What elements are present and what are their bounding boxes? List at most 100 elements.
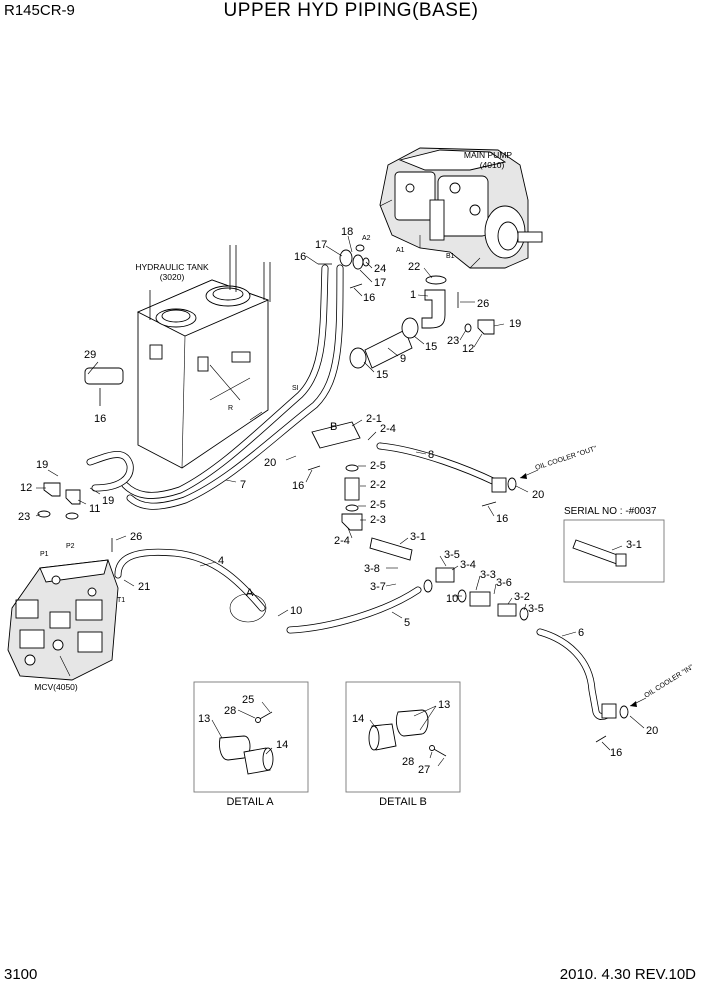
port-r: R [228, 405, 233, 412]
callout-15b: 15 [376, 369, 388, 381]
clamp-15b [349, 347, 367, 369]
detail-a-box [193, 681, 309, 793]
elbow-12 [43, 482, 61, 497]
callout-23b: 23 [18, 511, 30, 523]
oil-cooler-out-label: OIL COOLER "OUT" [534, 445, 598, 472]
callout-20c: 20 [646, 725, 658, 737]
bracket-29 [84, 367, 124, 385]
port-a1: A1 [396, 247, 405, 254]
callout-18: 18 [341, 226, 353, 238]
callout-3-6: 3-6 [496, 577, 512, 589]
mcv-label: MCV(4050) [34, 682, 78, 692]
detail-b-box [345, 681, 461, 793]
callout-7: 7 [240, 479, 246, 491]
serial-box [563, 519, 665, 583]
callout-3-1a: 3-1 [410, 531, 426, 543]
callout-19b: 19 [36, 459, 48, 471]
main-pump-code: (4010) [480, 160, 505, 170]
callout-2-4a: 2-4 [380, 423, 396, 435]
callout-3-2: 3-2 [514, 591, 530, 603]
callout-2-4b: 2-4 [334, 535, 350, 547]
callout-29: 29 [84, 349, 96, 361]
oil-cooler-in-label: OIL COOLER "IN" [643, 664, 695, 700]
pipe-3-1 [369, 537, 413, 561]
callout-4: 4 [218, 555, 224, 567]
detail-a-label: DETAIL A [226, 796, 274, 808]
callout-21: 21 [138, 581, 150, 593]
callout-20a: 20 [532, 489, 544, 501]
callout-3-1b: 3-1 [626, 539, 642, 551]
callout-3-5a: 3-5 [444, 549, 460, 561]
callout-10b: 10 [446, 593, 458, 605]
callout-19c: 19 [102, 495, 114, 507]
port-t1: T1 [117, 597, 125, 604]
callout-3-5b: 3-5 [528, 603, 544, 615]
detail-b-callout-14: 14 [352, 713, 364, 725]
adapter-3-3 [469, 591, 491, 607]
callout-2-2: 2-2 [370, 479, 386, 491]
detail-b-clamp-13 [395, 709, 429, 737]
pipe-3-1-variant [572, 539, 621, 565]
detail-a-callout-14: 14 [276, 739, 288, 751]
callout-3-7: 3-7 [370, 581, 386, 593]
callout-12a: 12 [462, 343, 474, 355]
callout-16a: 16 [294, 251, 306, 263]
main-pump-drawing [379, 147, 543, 269]
detail-b-label: DETAIL B [379, 796, 427, 808]
callout-3-3: 3-3 [480, 569, 496, 581]
callout-16c: 16 [94, 413, 106, 425]
elbow-2-3 [341, 513, 363, 531]
page-number: 3100 [4, 966, 38, 983]
detail-b-callout-13: 13 [438, 699, 450, 711]
hydraulic-tank-label: HYDRAULIC TANK [135, 262, 209, 272]
callout-16f: 16 [610, 747, 622, 759]
callout-11: 11 [89, 503, 100, 515]
detail-a-clamp-13 [219, 735, 251, 761]
callout-16b: 16 [363, 292, 375, 304]
hose-6 [536, 628, 614, 720]
mcv-drawing [7, 559, 119, 681]
callout-26b: 26 [130, 531, 142, 543]
detail-b-callout-27: 27 [418, 764, 430, 776]
oring-22 [425, 275, 447, 285]
flange-out [491, 477, 507, 493]
port-b1: B1 [446, 253, 455, 260]
hose-5 [286, 586, 422, 634]
callout-16e: 16 [292, 480, 304, 492]
port-p2: P2 [66, 543, 75, 550]
callout-3-4: 3-4 [460, 559, 476, 571]
callout-2-1: 2-1 [366, 413, 382, 425]
adapter-3-2 [497, 603, 517, 617]
callout-15a: 15 [425, 341, 437, 353]
clamp-15a [401, 317, 419, 339]
block-2-1 [311, 421, 361, 449]
detail-a-callout-28: 28 [224, 705, 236, 717]
callout-3-8: 3-8 [364, 563, 380, 575]
port-si: SI [292, 385, 299, 392]
callout-23a: 23 [447, 335, 459, 347]
page-title: UPPER HYD PIPING(BASE) [223, 0, 479, 21]
callout-6: 6 [578, 627, 584, 639]
flange-in [601, 703, 617, 719]
hydraulic-tank-code: (3020) [160, 272, 185, 282]
callout-2-5b: 2-5 [370, 499, 386, 511]
callout-20b: 20 [264, 457, 276, 469]
callout-9: 9 [400, 353, 406, 365]
callout-19a: 19 [509, 318, 521, 330]
callout-17b: 17 [374, 277, 386, 289]
callout-26a: 26 [477, 298, 489, 310]
elbow-11 [65, 489, 81, 505]
port-p1: P1 [40, 551, 49, 558]
elbow-12-pump [477, 319, 495, 335]
check-2-2 [344, 477, 360, 501]
hose-9 [364, 329, 413, 369]
main-pump-label: MAIN PUMP [464, 150, 513, 160]
callout-17a: 17 [315, 239, 327, 251]
detail-a-callout-13: 13 [198, 713, 210, 725]
callout-16d: 16 [496, 513, 508, 525]
port-b: B [330, 421, 337, 433]
elbow-1 [421, 289, 446, 329]
callout-12b: 12 [20, 482, 32, 494]
revision-date: 2010. 4.30 REV.10D [559, 966, 696, 983]
